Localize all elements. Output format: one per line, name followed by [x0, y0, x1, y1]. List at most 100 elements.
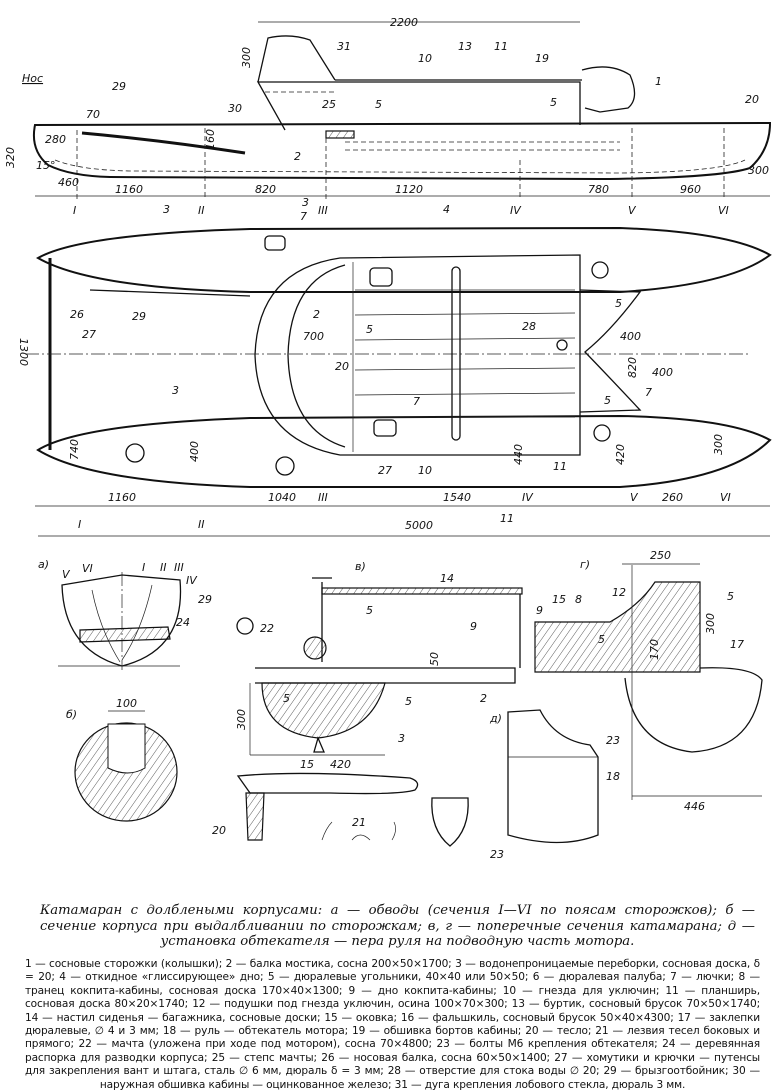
callout: 2	[313, 308, 320, 321]
section-mark: I	[73, 204, 76, 217]
dim-label: 300	[240, 47, 253, 68]
mast-icon	[236, 617, 254, 635]
section-mark: V	[62, 568, 71, 581]
dim-label: 5000	[405, 519, 433, 532]
section-mark: V	[630, 491, 639, 504]
section-mark: I	[78, 518, 81, 531]
callout: 20	[212, 824, 226, 837]
dim-label: 440	[512, 444, 525, 465]
dim-label: 1160	[108, 491, 136, 504]
dim-label: 300	[712, 434, 725, 455]
cabin-side	[256, 81, 581, 131]
bow-label: Нос	[22, 72, 43, 85]
callout: 8	[575, 593, 582, 606]
dim-label: 400	[652, 366, 673, 379]
callout: 5	[283, 692, 290, 705]
dim-label: 1160	[115, 183, 143, 196]
side-view-labels: Нос 2200 300 31 10 13 11 19 30 25 5 2 29…	[4, 16, 769, 217]
callout: 23	[606, 734, 620, 747]
dim-label: 20	[745, 93, 759, 106]
catamaran-technical-drawing: Нос 2200 300 31 10 13 11 19 30 25 5 2 29…	[4, 16, 772, 861]
rudder-fairing	[507, 709, 599, 844]
callout: 5	[598, 633, 605, 646]
bottom-line	[54, 159, 746, 174]
hatches	[125, 235, 611, 476]
figure-caption: Катамаран с долблеными корпусами: а — об…	[40, 903, 755, 949]
dim-label: 50	[428, 652, 441, 666]
view-label: б)	[66, 708, 77, 721]
motor-well	[579, 289, 642, 413]
section-v-lines: в) 14 22 5 9 5 5 2 300 50 15 420 3 20 21	[212, 560, 523, 847]
callout: 10	[418, 52, 432, 65]
spreader-block	[79, 626, 171, 643]
windshield-arc	[257, 35, 336, 83]
upper-hull-plan	[35, 226, 772, 293]
dim-label: 1300	[17, 338, 30, 366]
dim-label: 420	[614, 444, 627, 465]
callout: 28	[522, 320, 536, 333]
figure-legend: 1 — сосновые сторожки (колышки); 2 — бал…	[25, 958, 760, 1091]
dim-label: 100	[116, 697, 137, 710]
lower-hull-plan	[36, 414, 772, 488]
section-mark: VI	[718, 204, 729, 217]
callout: 27	[378, 464, 392, 477]
callout: 21	[352, 816, 366, 829]
callout: 5	[366, 323, 373, 336]
section-mark: III	[174, 561, 184, 574]
view-label: д)	[489, 712, 502, 725]
callout: 5	[405, 695, 412, 708]
callout: 11	[500, 512, 514, 525]
callout: 26	[70, 308, 84, 321]
callout: 5	[727, 590, 734, 603]
callout: 27	[82, 328, 96, 341]
dim-label: 300	[235, 709, 248, 730]
section-mark: III	[318, 204, 328, 217]
dim-label: 320	[4, 147, 17, 168]
dim-label: 420	[330, 758, 351, 771]
section-mark: IV	[186, 574, 198, 587]
seat-decking	[321, 587, 523, 595]
deck-planks	[352, 262, 576, 452]
dim-label: 960	[680, 183, 701, 196]
callout: 5	[550, 96, 557, 109]
view-label: в)	[355, 560, 366, 573]
section-b-lines: б) 100	[66, 697, 178, 822]
spray-rail	[81, 131, 246, 155]
callout: 29	[198, 593, 212, 606]
callout: 7	[300, 210, 307, 223]
callout: 9	[470, 620, 477, 633]
hull-cross-section	[261, 682, 386, 739]
callout: 4	[443, 203, 450, 216]
callout: 17	[730, 638, 744, 651]
callout: 14	[440, 572, 454, 585]
dim-label: 300	[748, 164, 769, 177]
dim-label: 20	[335, 360, 349, 373]
callout: 18	[606, 770, 620, 783]
dim-label: 15°	[36, 159, 56, 172]
dim-label: 1540	[443, 491, 471, 504]
view-label: г)	[580, 558, 590, 571]
callout: 13	[458, 40, 472, 53]
spray-rail-plan	[89, 289, 251, 297]
keel-fitting	[313, 736, 325, 753]
dim-label: 820	[255, 183, 276, 196]
callout: 31	[337, 40, 351, 53]
adze-handle-icon	[431, 797, 469, 847]
section-mark: IV	[510, 204, 522, 217]
side-view: Нос 2200 300 31 10 13 11 19 30 25 5 2 29…	[4, 16, 772, 217]
section-a-lines: а) V VI I II III IV 29 24	[38, 558, 212, 670]
callout: 19	[535, 52, 549, 65]
section-mark: II	[198, 204, 205, 217]
callout: 12	[612, 586, 626, 599]
dim-label: 300	[704, 613, 717, 634]
dim-label: 400	[620, 330, 641, 343]
section-mark: II	[160, 561, 167, 574]
hull-cross-section	[624, 667, 763, 753]
adze-blade-icon	[245, 792, 265, 841]
callout: 15	[552, 593, 566, 606]
callout: 1	[655, 75, 662, 88]
callout: 5	[375, 98, 382, 111]
dim-label: 700	[303, 330, 324, 343]
callout: 11	[553, 460, 567, 473]
dim-label: 2200	[390, 16, 418, 29]
